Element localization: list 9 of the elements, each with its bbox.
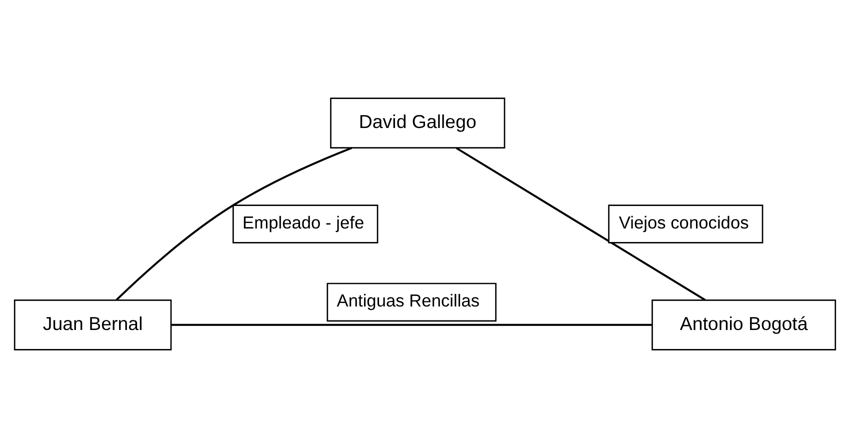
node-box: Juan Bernal (14, 299, 172, 350)
edge-label: Viejos conocidos (618, 212, 749, 232)
node-box: David Gallego (330, 97, 506, 148)
edge-label: Antiguas Rencillas (336, 290, 480, 310)
node-box: Antonio Bogotá (652, 299, 836, 350)
connector (456, 146, 706, 300)
connector (116, 146, 352, 300)
edge-label: Empleado - jefe (242, 212, 364, 232)
connector (171, 323, 652, 326)
